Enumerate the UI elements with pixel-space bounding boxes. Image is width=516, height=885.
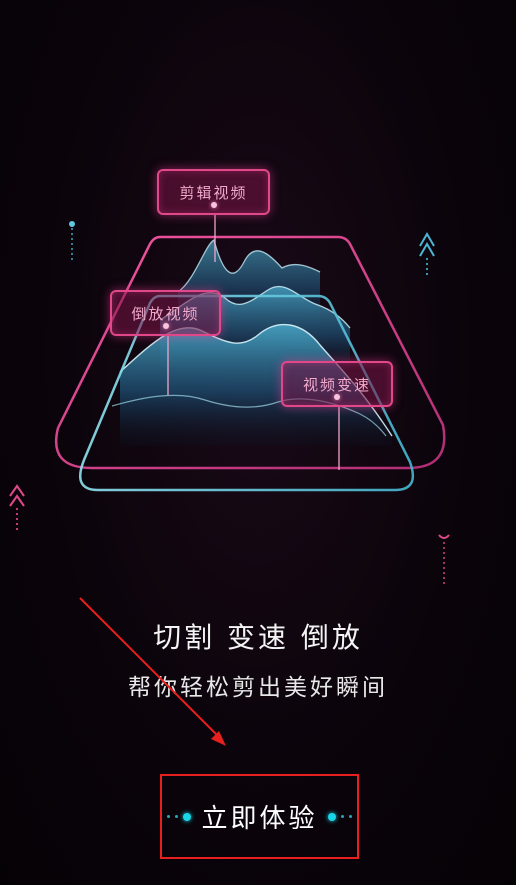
tag-dot — [210, 202, 217, 208]
decor-arrow-left-bottom — [9, 484, 25, 530]
feature-subline: 帮你轻松剪出美好瞬间 — [128, 675, 388, 701]
cta-dots-right — [327, 812, 352, 821]
tag-edit-video-label: 剪辑视频 — [179, 183, 248, 202]
tag-speed-video-label: 视频变速 — [302, 375, 371, 394]
feature-headline: 切割 变速 倒放 — [153, 621, 363, 654]
try-now-button[interactable]: 立即体验 — [160, 774, 359, 859]
mountain-wave-illustration — [9, 213, 450, 584]
decor-arrow-right-top — [419, 232, 435, 276]
try-now-label: 立即体验 — [201, 804, 318, 834]
decor-arrow-left-top — [69, 221, 75, 262]
tag-speed-video: 视频变速 — [281, 361, 393, 407]
tag-dot — [334, 394, 340, 400]
cta-dots-left — [167, 812, 192, 821]
tag-reverse-video: 倒放视频 — [110, 290, 221, 336]
decor-arrow-right-bottom — [438, 534, 450, 584]
wave-base — [111, 394, 387, 437]
tag-edit-video: 剪辑视频 — [157, 169, 270, 215]
tag-dot — [162, 323, 169, 329]
wave-front — [120, 324, 392, 446]
tag-reverse-video-label: 倒放视频 — [131, 304, 200, 323]
pink-frame — [54, 235, 446, 470]
